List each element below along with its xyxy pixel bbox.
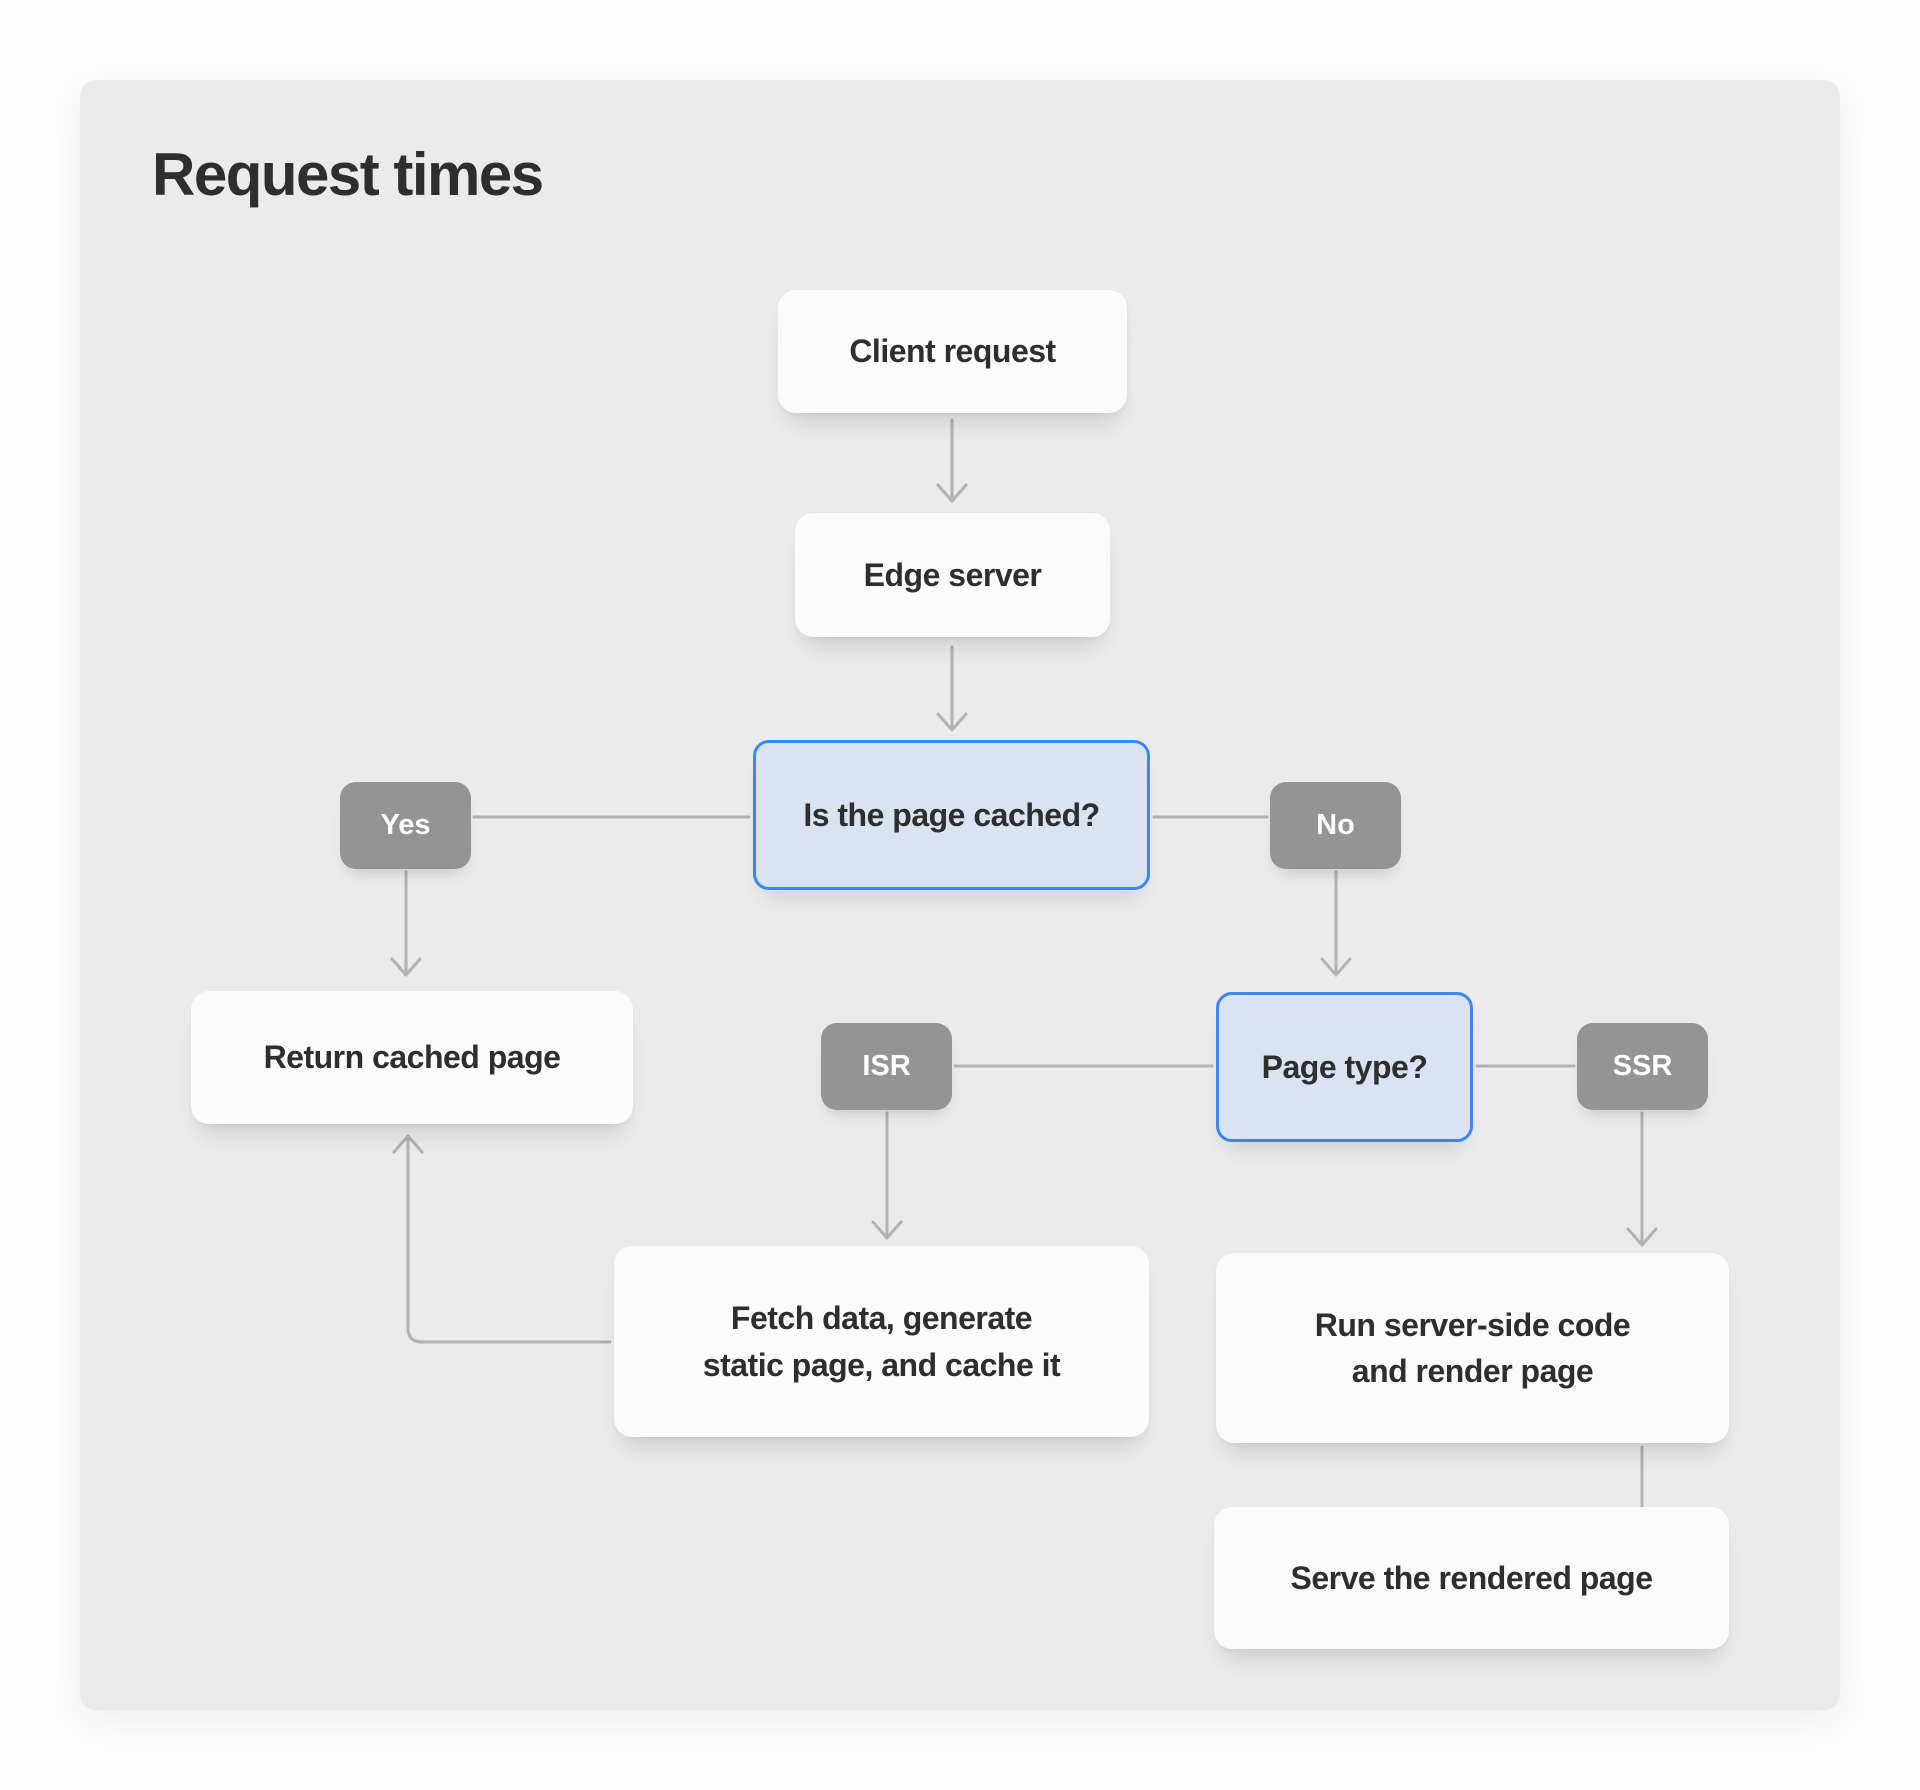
node-is-page-cached: Is the page cached? (753, 740, 1150, 890)
page-title: Request times (152, 141, 544, 208)
node-label: Run server-side code and render page (1314, 1306, 1631, 1389)
node-label: Serve the rendered page (1290, 1559, 1653, 1596)
badge-label: Yes (380, 809, 431, 842)
badge-no: No (1270, 782, 1401, 869)
node-serve-rendered-page: Serve the rendered page (1214, 1507, 1729, 1649)
node-return-cached-page: Return cached page (191, 991, 633, 1124)
node-label: Client request (849, 333, 1056, 370)
badge-label: ISR (862, 1050, 911, 1083)
node-fetch-generate-cache: Fetch data, generate static page, and ca… (614, 1246, 1149, 1437)
node-page-type: Page type? (1216, 992, 1473, 1142)
node-label: Fetch data, generate static page, and ca… (702, 1300, 1061, 1383)
node-label: Return cached page (263, 1039, 561, 1076)
badge-isr: ISR (821, 1023, 952, 1110)
node-client-request: Client request (778, 290, 1127, 413)
badge-yes: Yes (340, 782, 471, 869)
node-label: Page type? (1261, 1048, 1428, 1085)
node-label: Is the page cached? (803, 796, 1100, 833)
badge-ssr: SSR (1577, 1023, 1708, 1110)
node-label: Edge server (863, 556, 1042, 593)
badge-label: SSR (1612, 1050, 1673, 1083)
badge-label: No (1316, 809, 1355, 842)
node-edge-server: Edge server (795, 513, 1110, 637)
node-run-server-side: Run server-side code and render page (1216, 1253, 1729, 1443)
